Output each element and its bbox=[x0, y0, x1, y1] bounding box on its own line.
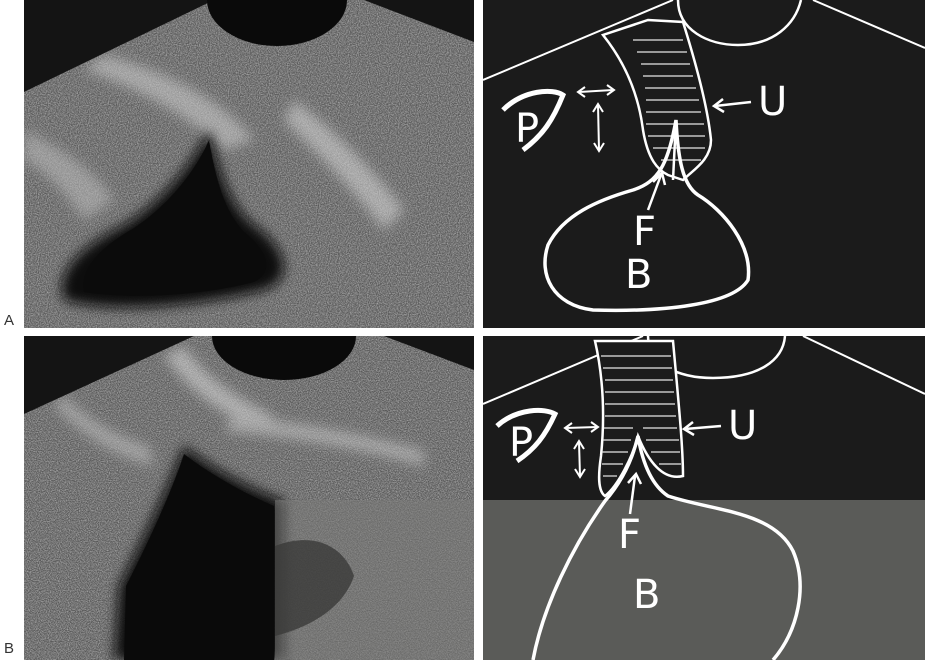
label-p-a: P bbox=[515, 106, 539, 152]
highlight-region-sketch-b bbox=[483, 500, 925, 660]
label-b-b: B bbox=[633, 572, 660, 618]
line-drawing-b: P U F B bbox=[483, 336, 925, 660]
label-u-a: U bbox=[758, 79, 787, 125]
label-f-a: F bbox=[633, 209, 656, 255]
ultrasound-image-a bbox=[24, 0, 474, 328]
ultrasound-panel-b bbox=[24, 336, 474, 660]
panel-label-a: A bbox=[4, 313, 14, 328]
ultrasound-panel-a bbox=[24, 0, 474, 328]
line-drawing-a: P U F B bbox=[483, 0, 925, 328]
panel-label-b: B bbox=[4, 641, 14, 656]
label-u-b: U bbox=[728, 403, 757, 449]
sketch-panel-a: P U F B bbox=[483, 0, 925, 328]
sketch-panel-b: P U F B bbox=[483, 336, 925, 660]
label-b-a: B bbox=[625, 252, 652, 298]
ultrasound-image-b bbox=[24, 336, 474, 660]
label-p-b: P bbox=[509, 420, 533, 466]
label-f-b: F bbox=[618, 512, 641, 558]
